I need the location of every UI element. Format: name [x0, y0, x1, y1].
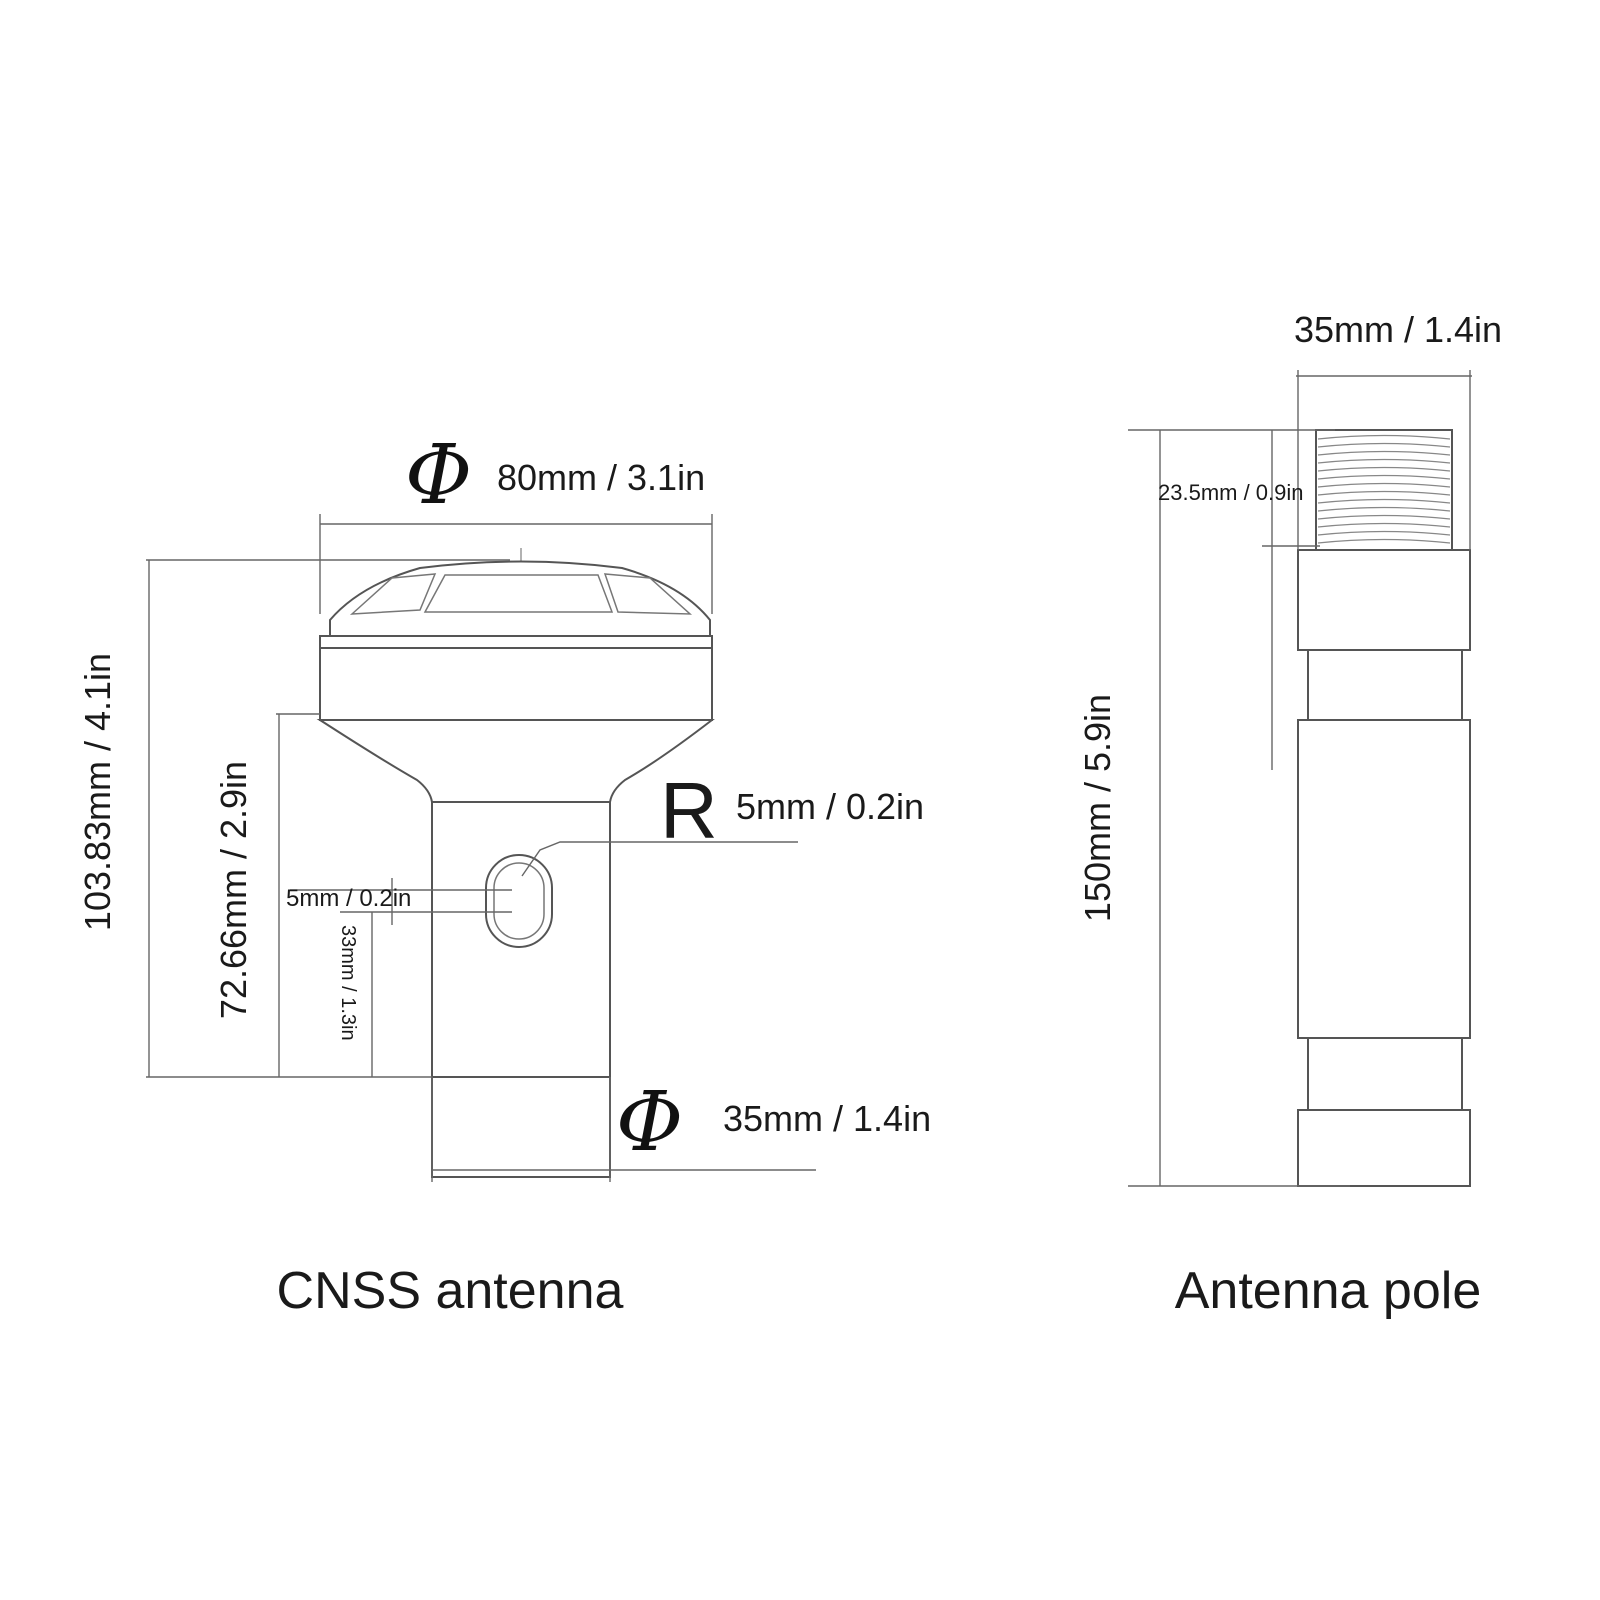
thread-line	[1317, 506, 1451, 512]
antenna-slot-inner	[493, 862, 545, 940]
antenna-dome	[329, 560, 711, 637]
antenna-caption: CNSS antenna	[277, 1262, 624, 1320]
slot-radius-symbol: R	[660, 766, 718, 855]
pole-neck-top	[1307, 649, 1463, 721]
pole-width-label: 35mm / 1.4in	[1294, 309, 1502, 350]
base-diameter-label: 35mm / 1.4in	[723, 1098, 931, 1139]
thread-line	[1317, 450, 1451, 456]
thread-line	[1317, 474, 1451, 480]
thread-line	[1317, 498, 1451, 504]
thread-line	[1317, 514, 1451, 520]
thread-line	[1317, 482, 1451, 488]
pole-body	[1297, 719, 1471, 1039]
thread-line	[1317, 538, 1451, 544]
pole-caption: Antenna pole	[1175, 1262, 1482, 1320]
thread-line	[1317, 434, 1451, 440]
pole-neck-bottom	[1307, 1037, 1463, 1111]
thread-line	[1317, 458, 1451, 464]
top-diameter-label: 80mm / 3.1in	[497, 457, 705, 498]
pole-drawing: 35mm / 1.4in 150mm / 5.9in 23.5mm / 0.9i…	[1077, 309, 1502, 1320]
pole-collar-top	[1297, 549, 1471, 651]
thread-line	[1317, 442, 1451, 448]
antenna-flare	[316, 719, 715, 803]
pole-thread	[1315, 429, 1453, 551]
antenna-ring	[319, 635, 713, 649]
antenna-slot-outer	[485, 854, 553, 948]
antenna-dome-vent-left	[349, 573, 437, 615]
slot-radius-label: 5mm / 0.2in	[736, 786, 924, 827]
antenna-drawing: Φ 80mm / 3.1in 103.83mm / 4.1in 72.66mm …	[77, 428, 931, 1320]
thread-line	[1317, 522, 1451, 528]
antenna-dome-vent-center	[423, 574, 614, 613]
base-diameter-symbol: Φ	[616, 1075, 683, 1170]
antenna-base	[431, 1076, 611, 1178]
thread-line	[1317, 466, 1451, 472]
pole-thread-lines	[1317, 434, 1451, 544]
antenna-housing	[319, 647, 713, 721]
top-diameter-symbol: Φ	[405, 428, 472, 523]
thread-line	[1317, 530, 1451, 536]
slot-radius-leader	[521, 841, 798, 877]
slot-width-label: 5mm / 0.2in	[286, 885, 411, 912]
antenna-dome-vent-right	[603, 573, 693, 615]
slot-offset-label: 33mm / 1.3in	[337, 925, 359, 1041]
thread-length-label: 23.5mm / 0.9in	[1158, 480, 1304, 505]
body-height-label: 72.66mm / 2.9in	[213, 761, 254, 1019]
pole-foot	[1297, 1109, 1471, 1187]
total-height-label: 103.83mm / 4.1in	[77, 653, 118, 931]
pole-length-label: 150mm / 5.9in	[1077, 694, 1118, 922]
thread-line	[1317, 490, 1451, 496]
